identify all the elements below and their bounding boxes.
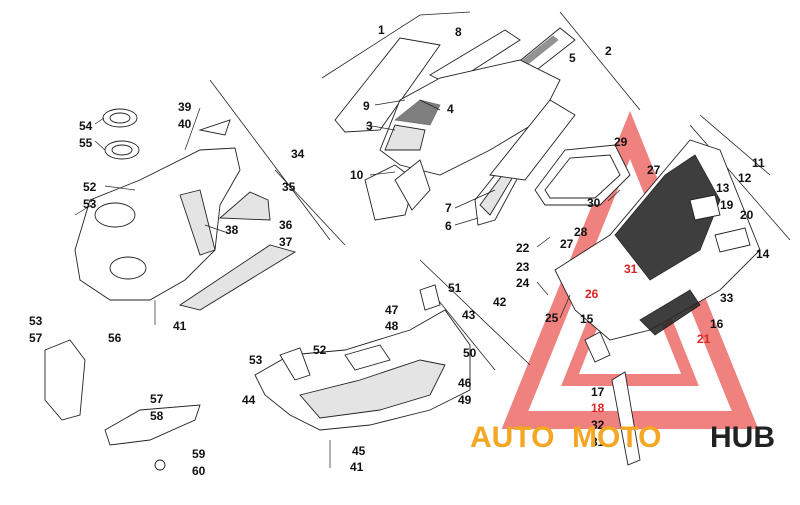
label-53-side: 53 — [29, 314, 43, 328]
label-53-bottom: 53 — [249, 353, 263, 367]
label-32: 32 — [591, 418, 605, 432]
label-35: 35 — [282, 180, 296, 194]
label-26: 26 — [585, 287, 599, 301]
label-3: 3 — [366, 119, 373, 133]
hood-assembly — [321, 11, 641, 226]
label-16: 16 — [710, 317, 724, 331]
label-27-top: 27 — [647, 163, 661, 177]
label-2: 2 — [605, 44, 612, 58]
label-1: 1 — [378, 23, 385, 37]
label-51: 51 — [448, 281, 462, 295]
label-10: 10 — [350, 168, 364, 182]
label-33: 33 — [720, 291, 734, 305]
label-31-top: 31 — [624, 262, 638, 276]
leader-lines — [74, 99, 621, 319]
label-47: 47 — [385, 303, 399, 317]
belly-pan-assembly — [254, 259, 531, 468]
label-53-left: 53 — [83, 197, 97, 211]
label-52-bottom: 52 — [313, 343, 327, 357]
label-31-bottom: 31 — [591, 435, 605, 449]
label-38: 38 — [225, 223, 239, 237]
label-41-left: 41 — [173, 319, 187, 333]
label-21: 21 — [697, 332, 711, 346]
label-24: 24 — [516, 276, 530, 290]
label-44: 44 — [242, 393, 256, 407]
label-50: 50 — [463, 346, 477, 360]
label-57-side: 57 — [29, 331, 43, 345]
label-11: 11 — [752, 156, 765, 170]
label-22: 22 — [516, 241, 530, 255]
label-57-bottom: 57 — [150, 392, 164, 406]
left-side-panel-assembly — [74, 79, 346, 325]
label-49: 49 — [458, 393, 472, 407]
label-29: 29 — [614, 135, 628, 149]
label-23: 23 — [516, 260, 530, 274]
label-48: 48 — [385, 319, 399, 333]
label-13: 13 — [716, 181, 730, 195]
label-18: 18 — [591, 401, 605, 415]
watermark-hub: HUB — [710, 421, 775, 454]
label-20: 20 — [740, 208, 754, 222]
label-41-bottom: 41 — [350, 460, 364, 474]
label-30: 30 — [587, 196, 601, 210]
label-54: 54 — [79, 119, 93, 133]
running-board-assembly — [554, 114, 791, 466]
label-6: 6 — [445, 219, 452, 233]
label-12: 12 — [738, 171, 752, 185]
label-5: 5 — [569, 51, 576, 65]
label-9: 9 — [363, 99, 370, 113]
label-42: 42 — [493, 295, 507, 309]
label-46: 46 — [458, 376, 472, 390]
label-4: 4 — [447, 102, 454, 116]
label-52-left: 52 — [83, 180, 97, 194]
label-19: 19 — [720, 198, 734, 212]
label-7: 7 — [445, 201, 452, 215]
watermark-moto: MOTO — [572, 421, 661, 454]
label-14: 14 — [756, 247, 770, 261]
label-39: 39 — [178, 100, 192, 114]
label-37: 37 — [279, 235, 293, 249]
label-8: 8 — [455, 25, 462, 39]
label-56: 56 — [108, 331, 122, 345]
label-60: 60 — [192, 464, 206, 478]
label-28: 28 — [574, 225, 588, 239]
label-34: 34 — [291, 147, 305, 161]
label-25: 25 — [545, 311, 559, 325]
watermark-auto: AUTO — [470, 421, 554, 454]
label-36: 36 — [279, 218, 293, 232]
label-59: 59 — [192, 447, 206, 461]
label-58: 58 — [150, 409, 164, 423]
label-17: 17 — [591, 385, 605, 399]
label-45: 45 — [352, 444, 366, 458]
label-27-mid: 27 — [560, 237, 574, 251]
watermark-text: AUTO MOTO HUB — [470, 421, 775, 454]
label-40: 40 — [178, 117, 192, 131]
part-labels: 1 2 3 4 5 6 7 8 9 10 11 12 13 14 15 16 1… — [29, 23, 770, 478]
label-15: 15 — [580, 312, 594, 326]
label-43: 43 — [462, 308, 476, 322]
small-side-parts — [44, 339, 201, 471]
label-55: 55 — [79, 136, 93, 150]
